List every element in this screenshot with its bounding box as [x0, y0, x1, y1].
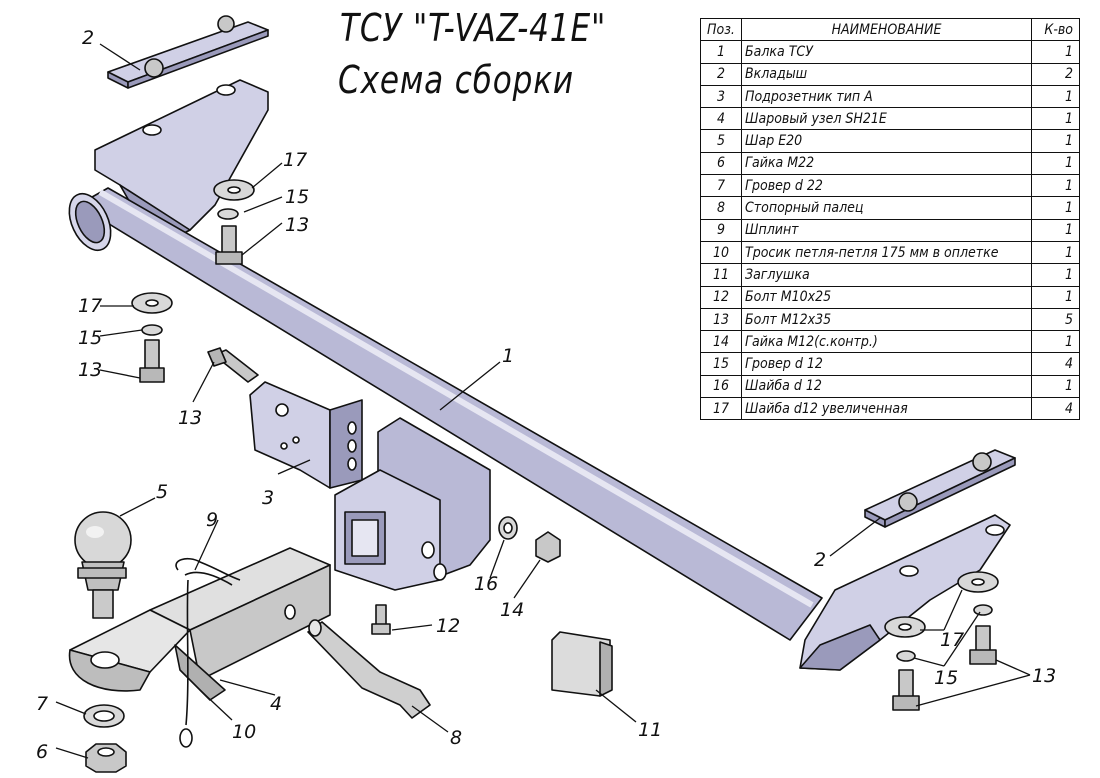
callout-15-left: 15	[78, 327, 102, 349]
callout-16: 16	[474, 573, 498, 595]
left-fasteners-lower	[131, 292, 173, 383]
lock-nut-14	[535, 531, 561, 563]
cell-name: Шайба d12 увеличенная	[741, 397, 1032, 421]
safety-cable	[179, 579, 193, 748]
cell-qty: 1	[1031, 240, 1080, 265]
cell-name: Тросик петля-петля 175 мм в оплетке	[741, 240, 1032, 265]
callout-13-center: 13	[178, 407, 202, 429]
right-fasteners	[884, 571, 999, 711]
cell-name: Вкладыш	[741, 62, 1032, 86]
bolt-m12-center	[207, 347, 259, 383]
locking-pin	[307, 619, 431, 719]
cell-name: Шаровый узел SH21E	[741, 107, 1032, 131]
leader-lines	[55, 43, 1031, 759]
callout-14: 14	[500, 599, 524, 621]
cell-name: Гайка М22	[741, 151, 1032, 176]
callout-17-upper: 17	[283, 149, 307, 171]
callout-13-upper: 13	[285, 214, 309, 236]
callout-5: 5	[156, 481, 168, 503]
socket-holder-plate	[249, 381, 363, 489]
left-fasteners-upper	[213, 179, 255, 265]
tow-ball	[74, 511, 132, 619]
right-mount-bracket	[799, 514, 1011, 671]
callout-6: 6	[36, 741, 48, 763]
cotter-pin	[175, 558, 241, 586]
header-pos: Поз.	[700, 17, 742, 42]
cell-qty: 1	[1031, 330, 1080, 354]
nut-m22	[85, 743, 127, 773]
receiver-bracket	[334, 417, 491, 591]
cell-qty: 4	[1031, 397, 1080, 421]
callout-17-left: 17	[78, 295, 102, 317]
right-insert-plate	[864, 449, 1016, 528]
callout-10: 10	[232, 721, 256, 743]
callout-13-left: 13	[78, 359, 102, 381]
callout-11: 11	[638, 719, 662, 741]
diagram-title: ТСУ "T-VAZ-41E"	[340, 6, 607, 50]
callout-9: 9	[206, 509, 218, 531]
end-cap	[551, 631, 613, 697]
callout-4: 4	[270, 693, 282, 715]
callout-17-right: 17	[940, 629, 964, 651]
callout-2-right: 2	[814, 549, 826, 571]
parts-table-header: Поз. НАИМЕНОВАНИЕ К-во	[700, 17, 1080, 42]
callout-13-right: 13	[1032, 665, 1056, 687]
callout-3: 3	[262, 487, 274, 509]
callout-15-right: 15	[934, 667, 958, 689]
left-insert-plate	[107, 15, 269, 89]
cell-name: Шар Е20	[741, 129, 1032, 153]
bolt-m10	[371, 604, 391, 635]
callout-8: 8	[450, 727, 462, 749]
cell-pos: 11	[700, 263, 742, 287]
callout-2-left: 2	[82, 27, 94, 49]
callout-15-upper: 15	[285, 186, 309, 208]
callout-7: 7	[36, 693, 48, 715]
callout-12: 12	[436, 615, 460, 637]
diagram-subtitle: Схема сборки	[338, 58, 574, 102]
cell-pos: 17	[700, 397, 742, 421]
callout-1: 1	[502, 345, 514, 367]
cell-qty: 1	[1031, 129, 1080, 153]
